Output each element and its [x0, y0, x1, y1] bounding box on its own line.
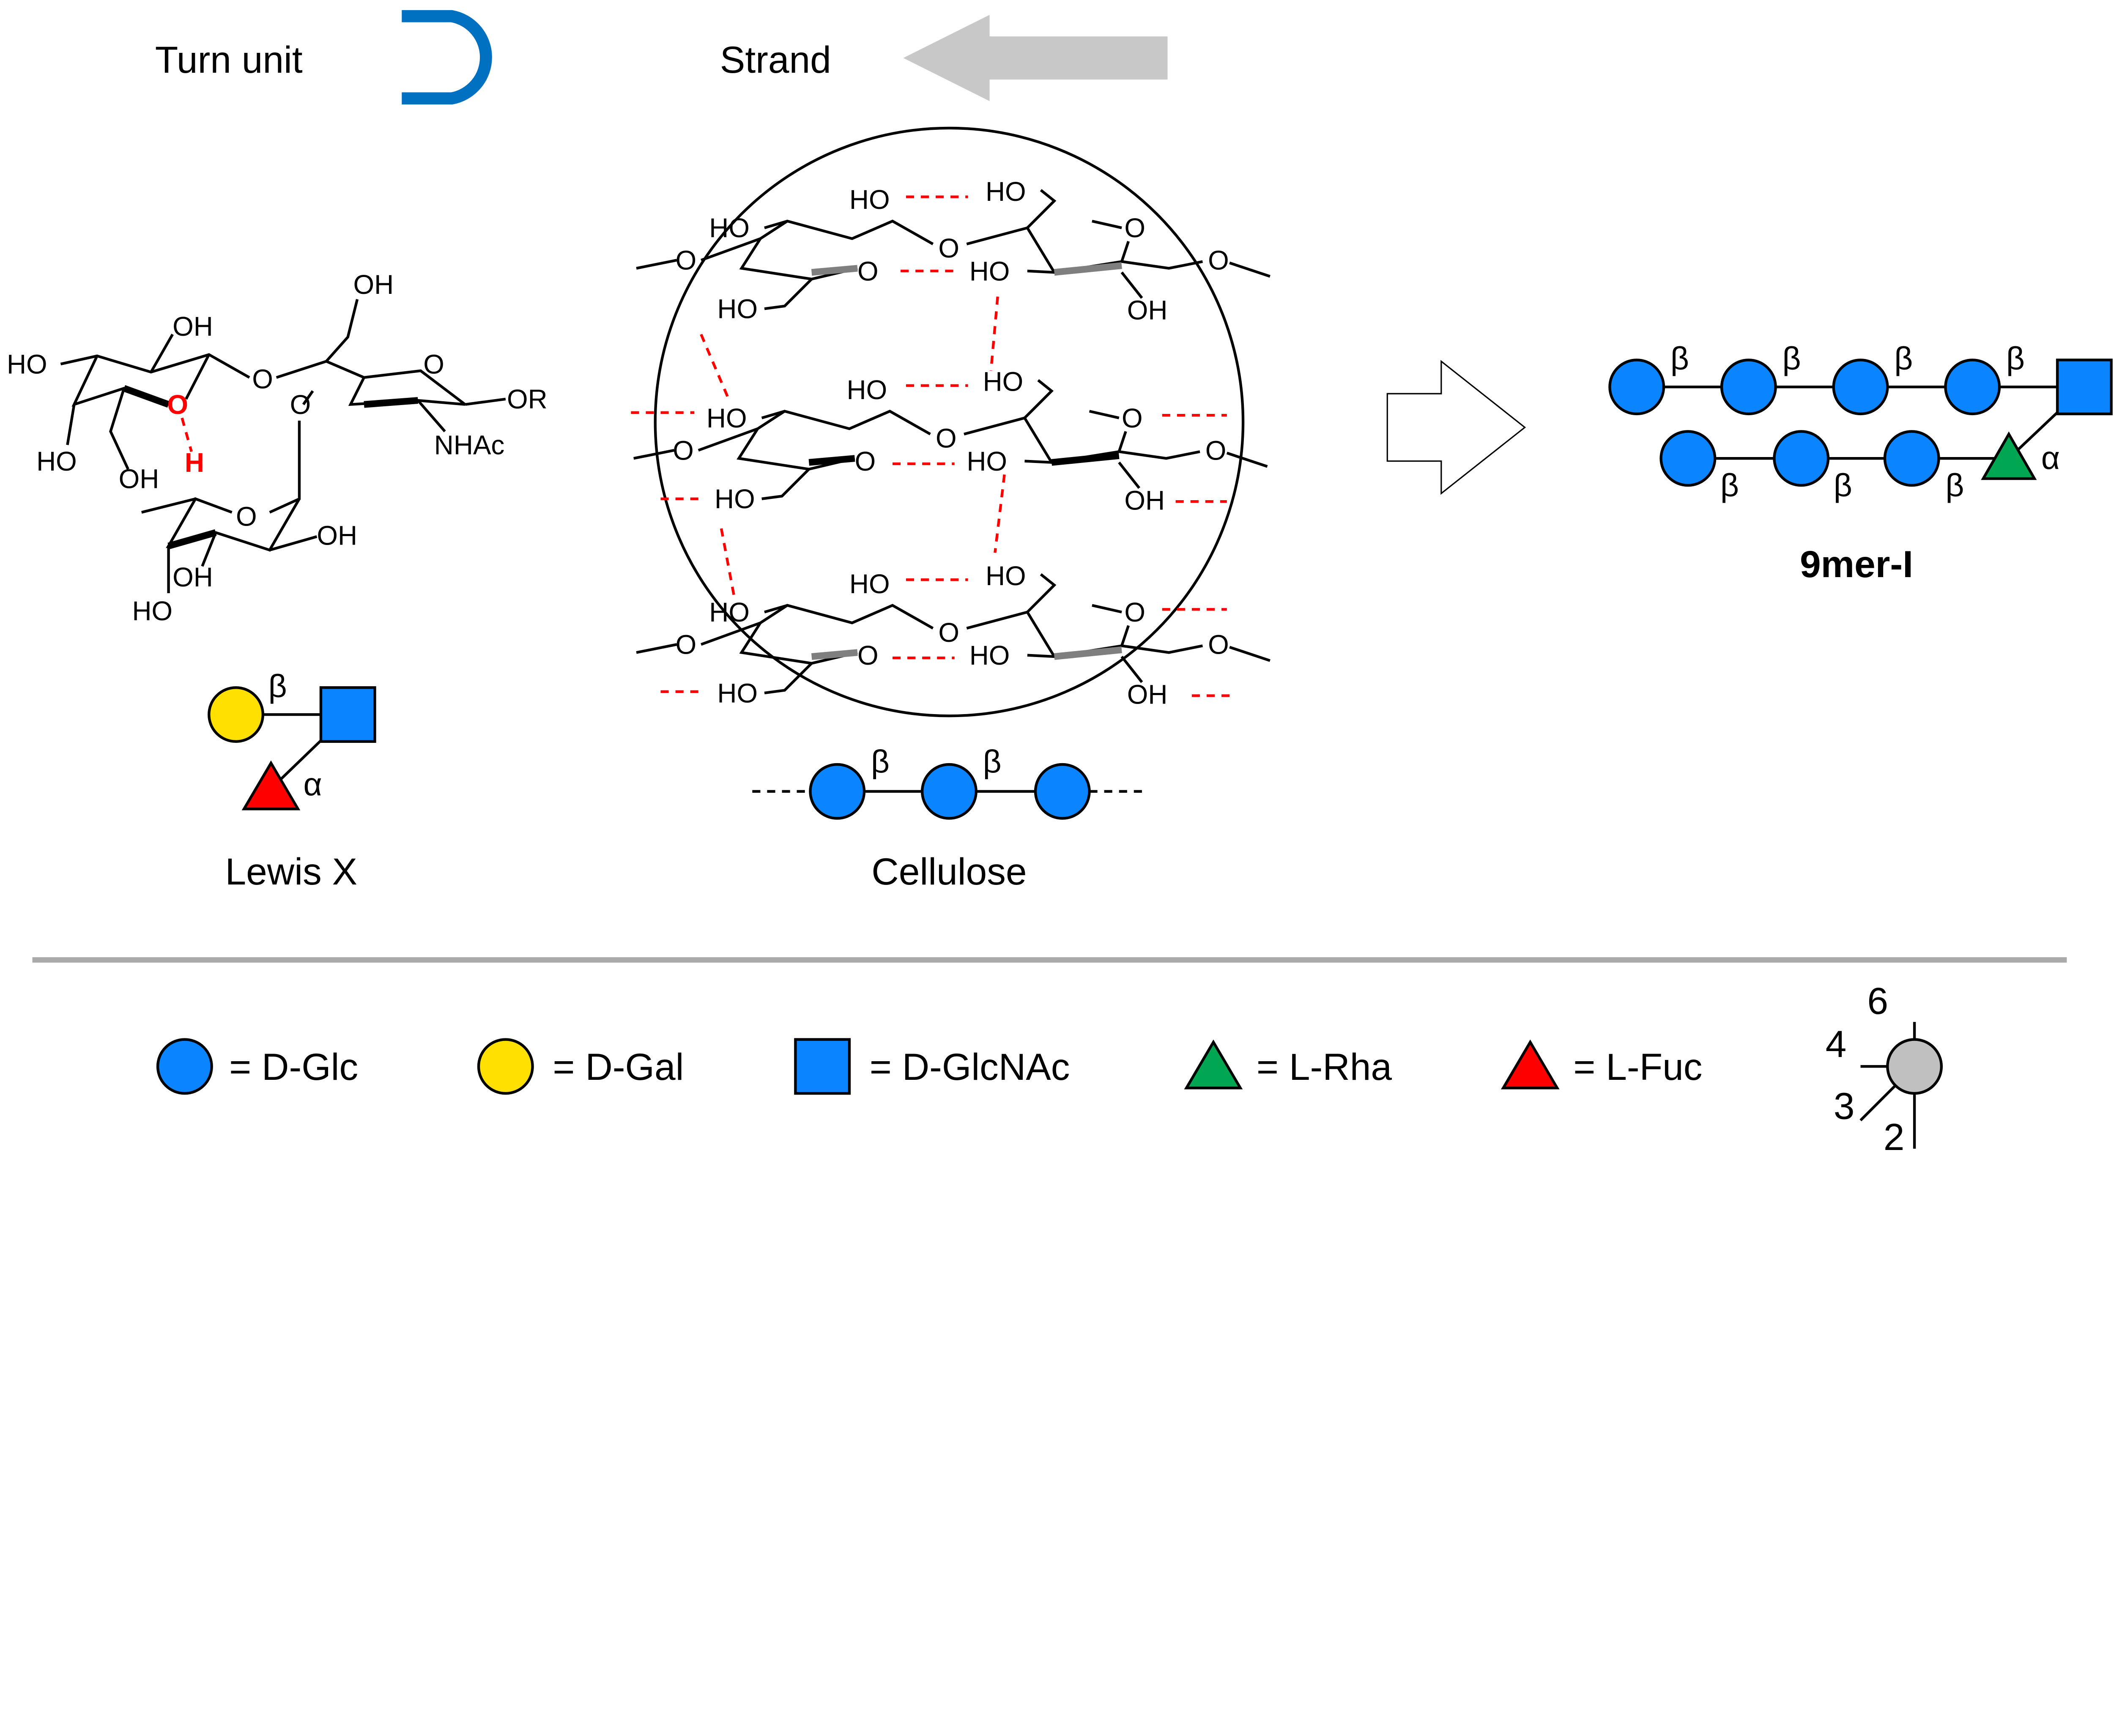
- turn-unit-label: Turn unit: [155, 38, 303, 81]
- legend-label-fuc: = L-Fuc: [1573, 1046, 1702, 1088]
- legend-label-glcnac: = D-GlcNAc: [870, 1046, 1070, 1088]
- linkage-label: β: [1834, 467, 1852, 503]
- lewis-x-title: Lewis X: [225, 850, 358, 893]
- right-arrow-icon: [1386, 360, 1526, 495]
- atom-label: HO: [36, 446, 77, 476]
- atom-label: O: [252, 364, 273, 394]
- atom-label: OH: [119, 463, 159, 494]
- glc-circle-icon: [1944, 359, 2001, 416]
- glc-circle-icon: [1659, 430, 1717, 487]
- atom-label: OH: [173, 562, 213, 592]
- linkage-label: β: [1894, 341, 1913, 377]
- glc-circle-icon: [1832, 359, 1889, 416]
- atom-label: OH: [173, 311, 213, 342]
- atom-label: O: [290, 389, 311, 420]
- glc-circle-icon: [1883, 430, 1940, 487]
- position-label: 2: [1884, 1116, 1905, 1158]
- glc-circle-icon: [809, 763, 866, 820]
- atom-label: NHAc: [434, 430, 505, 460]
- legend-label-rha: = L-Rha: [1257, 1046, 1392, 1088]
- atom-label: HO: [132, 596, 173, 626]
- cellulose-chain-bottom: [636, 561, 1270, 710]
- lewis-x-symbol: β α: [208, 668, 376, 810]
- atom-label: O: [236, 501, 257, 532]
- position-label: 3: [1834, 1085, 1855, 1127]
- linkage-label: β: [1945, 467, 1964, 503]
- cellulose-chain-top: [636, 176, 1270, 326]
- strand-arrow-icon: [903, 15, 1168, 101]
- glc-circle-icon: [1034, 763, 1091, 820]
- glycan-diagram: Turn unit Strand HO OH O OH O OR O O NHA…: [7, 10, 2113, 1158]
- linkage-label: β: [1670, 341, 1689, 377]
- legend-label-gal: = D-Gal: [553, 1046, 684, 1088]
- nine-mer-title: 9mer-I: [1800, 543, 1913, 585]
- glc-circle-icon: [1773, 430, 1830, 487]
- fuc-triangle-icon: [241, 760, 301, 810]
- glc-circle-icon: [920, 763, 978, 820]
- linkage-label: β: [1783, 341, 1801, 377]
- fuc-triangle-icon: [1501, 1039, 1560, 1090]
- linkage-label: β: [983, 744, 1002, 780]
- atom-label: OH: [353, 269, 394, 300]
- position-label: 4: [1826, 1023, 1847, 1065]
- gal-circle-icon: [208, 686, 265, 743]
- atom-label: OH: [317, 520, 357, 550]
- glcnac-square-icon: [319, 686, 376, 743]
- glc-circle-icon: [1720, 359, 1777, 416]
- hydrogen-bonds: [631, 195, 1234, 697]
- atom-label: HO: [7, 349, 47, 379]
- linkage-label: β: [871, 744, 890, 780]
- atom-label: OR: [507, 384, 548, 414]
- legend: = D-Glc = D-Gal = D-GlcNAc = L-Rha = L-F…: [156, 980, 1943, 1158]
- strand-label: Strand: [720, 38, 831, 81]
- rha-triangle-icon: [1981, 431, 2037, 480]
- turn-unit-icon: [402, 10, 492, 105]
- cellulose-highlight-circle: [654, 126, 1245, 717]
- atom-label: O: [167, 389, 188, 420]
- linkage-label: α: [2041, 441, 2060, 476]
- legend-label-glc: = D-Glc: [229, 1046, 358, 1088]
- rha-triangle-icon: [1184, 1039, 1243, 1090]
- cellulose-chain-middle: [634, 367, 1268, 516]
- linkage-label: β: [1720, 467, 1739, 503]
- cellulose-title: Cellulose: [871, 850, 1027, 893]
- gal-circle-icon: [477, 1038, 534, 1095]
- glcnac-square-icon: [2056, 359, 2113, 416]
- lewis-x-structure: HO OH O OH O OR O O NHAc HO OH H O OH OH…: [7, 269, 548, 626]
- nine-mer-symbol: β β β β β β β α: [1608, 341, 2113, 503]
- linkage-label: β: [268, 668, 287, 704]
- atom-label: O: [423, 349, 444, 379]
- glc-circle-icon: [1608, 359, 1665, 416]
- glcnac-square-icon: [794, 1038, 851, 1095]
- position-label: 6: [1867, 980, 1888, 1022]
- linkage-label: α: [303, 767, 322, 802]
- generic-residue-icon: [1886, 1038, 1943, 1095]
- cellulose-symbol: β β: [752, 744, 1146, 820]
- glc-circle-icon: [156, 1038, 213, 1095]
- linkage-label: β: [2006, 341, 2025, 377]
- linkage-position-key: 6 4 3 2: [1826, 980, 1943, 1158]
- atom-label: H: [185, 447, 204, 478]
